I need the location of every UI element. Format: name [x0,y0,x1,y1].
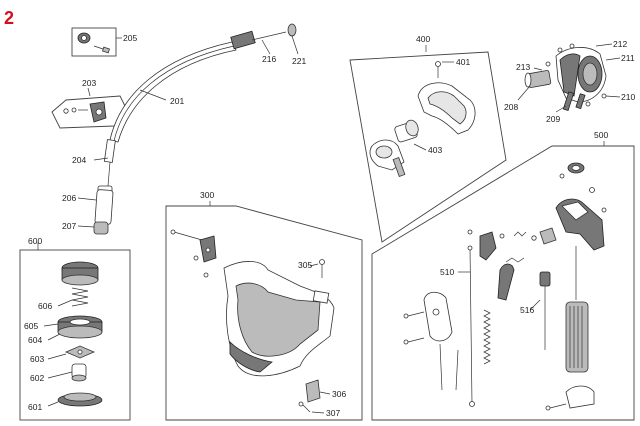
callout-216: 216 [262,54,276,64]
switch-516 [539,271,551,287]
callout-510: 510 [440,267,454,277]
callout-201: 201 [170,96,184,106]
callout-204: 204 [72,155,86,165]
shaft-assembly: 205 203 201 216 221 [51,23,306,235]
callout-300: 300 [200,190,214,200]
bushing-207 [93,221,109,235]
callout-211: 211 [621,53,635,63]
callout-603: 603 [30,354,44,364]
callout-516: 516 [520,305,534,315]
callout-210: 210 [621,92,635,102]
screw-305 [319,259,325,265]
guard-assembly-300: 300 305 306 307 [165,190,363,421]
callout-305: 305 [298,260,312,270]
rear-handle-assembly-500: 500 516 510 [371,130,635,421]
trimmer-head-frame [19,249,131,421]
callout-306: 306 [332,389,346,399]
screw-401 [435,61,441,67]
knob-221 [287,23,297,37]
rear-grip [565,301,589,373]
rear-handle-frame [371,145,635,421]
callout-600: 600 [28,236,42,246]
gear-head-assembly: 212 211 213 208 209 210 [504,39,635,124]
callout-208: 208 [504,102,518,112]
callout-209: 209 [546,114,560,124]
callout-602: 602 [30,373,44,383]
line-cutter-306 [305,379,321,403]
shaft-coupler [230,30,256,50]
callout-213: 213 [516,62,530,72]
callout-401: 401 [456,57,470,67]
driveshaft-216: 216 221 [251,23,306,66]
clamp-205-group: 205 [71,27,137,57]
callout-307: 307 [326,408,340,418]
lower-shaft-parts: 204 206 207 [62,139,116,235]
callout-212: 212 [613,39,627,49]
figure-number: 2 [4,8,14,28]
spring [71,287,89,307]
callout-403: 403 [428,145,442,155]
side-plate [423,291,453,342]
spring-long [483,309,491,365]
callout-206: 206 [62,193,76,203]
shaft-201: 201 [109,30,256,143]
screw-307 [298,401,304,407]
callout-400: 400 [416,34,430,44]
callout-601: 601 [28,402,42,412]
coupler-206 [94,189,114,225]
bottom-clamp [565,385,595,409]
callout-221: 221 [292,56,306,66]
guard-frame [165,205,363,421]
lock-off-lever [497,263,515,301]
callout-203: 203 [82,78,96,88]
callout-605: 605 [24,321,38,331]
callout-205: 205 [123,33,137,43]
trimmer-head-600: 600 606 605 604 603 602 601 [19,236,131,421]
handle-assembly-400: 400 401 403 [349,34,507,243]
handle-frame [349,51,507,243]
clamp-205-frame [71,27,117,57]
callout-207: 207 [62,221,76,231]
callout-606: 606 [38,301,52,311]
callout-604: 604 [28,335,42,345]
trigger [479,231,497,261]
callout-500: 500 [594,130,608,140]
